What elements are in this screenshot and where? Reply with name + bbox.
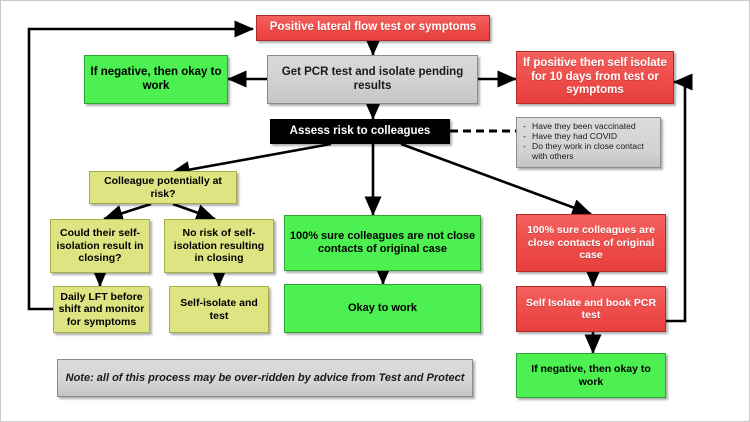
node-negative-okay-top-label: If negative, then okay to work bbox=[90, 65, 222, 92]
criteria-bullet: - bbox=[523, 141, 526, 152]
node-negative-okay-top[interactable]: If negative, then okay to work bbox=[84, 55, 228, 104]
criteria-bullet: - bbox=[523, 131, 526, 142]
node-daily-lft[interactable]: Daily LFT before shift and monitor for s… bbox=[53, 286, 150, 333]
edge-colleague-to-no-risk-closing bbox=[172, 202, 216, 221]
node-colleague-at-risk-label: Colleague potentially at risk? bbox=[104, 175, 222, 200]
node-self-isolate-test-label: Self-isolate and test bbox=[180, 297, 258, 322]
criteria-item-label: Have they been vaccinated bbox=[532, 121, 636, 131]
node-okay-to-work[interactable]: Okay to work bbox=[284, 284, 481, 333]
node-no-risk-closing-label: No risk of self-isolation resulting in c… bbox=[173, 227, 265, 265]
criteria-item-label: Have they had COVID bbox=[532, 131, 618, 142]
node-assess-risk[interactable]: Assess risk to colleagues bbox=[270, 119, 450, 144]
node-not-close-contacts-label: 100% sure colleagues are not close conta… bbox=[289, 230, 476, 255]
node-no-risk-closing[interactable]: No risk of self-isolation resulting in c… bbox=[164, 219, 274, 273]
node-positive-isolate[interactable]: If positive then self isolate for 10 day… bbox=[516, 51, 674, 104]
node-get-pcr[interactable]: Get PCR test and isolate pending results bbox=[267, 55, 478, 104]
node-close-contacts-label: 100% sure colleagues are close contacts … bbox=[527, 224, 655, 262]
node-negative-okay-bottom-label: If negative, then okay to work bbox=[531, 363, 651, 388]
node-colleague-at-risk[interactable]: Colleague potentially at risk? bbox=[89, 171, 237, 204]
node-positive-test-label: Positive lateral flow test or symptoms bbox=[269, 21, 477, 34]
node-close-contacts[interactable]: 100% sure colleagues are close contacts … bbox=[516, 214, 666, 272]
edge-colleague-to-could-closing bbox=[103, 202, 152, 222]
node-positive-isolate-label: If positive then self isolate for 10 day… bbox=[523, 57, 667, 97]
node-positive-test[interactable]: Positive lateral flow test or symptoms bbox=[256, 15, 490, 41]
criteria-item-label: Do they work in close contact with other… bbox=[532, 141, 644, 162]
node-criteria-list[interactable]: - Have they been vaccinated - Have they … bbox=[516, 117, 661, 168]
node-self-isolate-book-pcr-label: Self Isolate and book PCR test bbox=[525, 296, 657, 321]
node-okay-to-work-label: Okay to work bbox=[347, 302, 418, 315]
node-note[interactable]: Note: all of this process may be over-ri… bbox=[57, 359, 473, 397]
node-negative-okay-bottom[interactable]: If negative, then okay to work bbox=[516, 353, 666, 398]
node-self-isolate-book-pcr[interactable]: Self Isolate and book PCR test bbox=[516, 286, 666, 332]
node-could-closing-label: Could their self-isolation result in clo… bbox=[56, 227, 144, 265]
node-note-label: Note: all of this process may be over-ri… bbox=[65, 371, 465, 384]
criteria-item: - Have they been vaccinated bbox=[523, 121, 656, 131]
criteria-item: - Do they work in close contact with oth… bbox=[523, 141, 656, 161]
node-self-isolate-test[interactable]: Self-isolate and test bbox=[169, 286, 269, 333]
node-not-close-contacts[interactable]: 100% sure colleagues are not close conta… bbox=[284, 215, 481, 271]
node-daily-lft-label: Daily LFT before shift and monitor for s… bbox=[58, 290, 145, 328]
edge-assess-risk-to-colleague-at-risk bbox=[169, 142, 332, 179]
criteria-bullet: - bbox=[523, 121, 526, 131]
node-get-pcr-label: Get PCR test and isolate pending results bbox=[281, 65, 464, 92]
criteria-item: - Have they had COVID bbox=[523, 131, 656, 141]
edge-self-isolate-pcr-loop-to-positive-isolate bbox=[666, 73, 693, 323]
node-could-closing[interactable]: Could their self-isolation result in clo… bbox=[50, 219, 150, 273]
node-assess-risk-label: Assess risk to colleagues bbox=[289, 124, 431, 137]
